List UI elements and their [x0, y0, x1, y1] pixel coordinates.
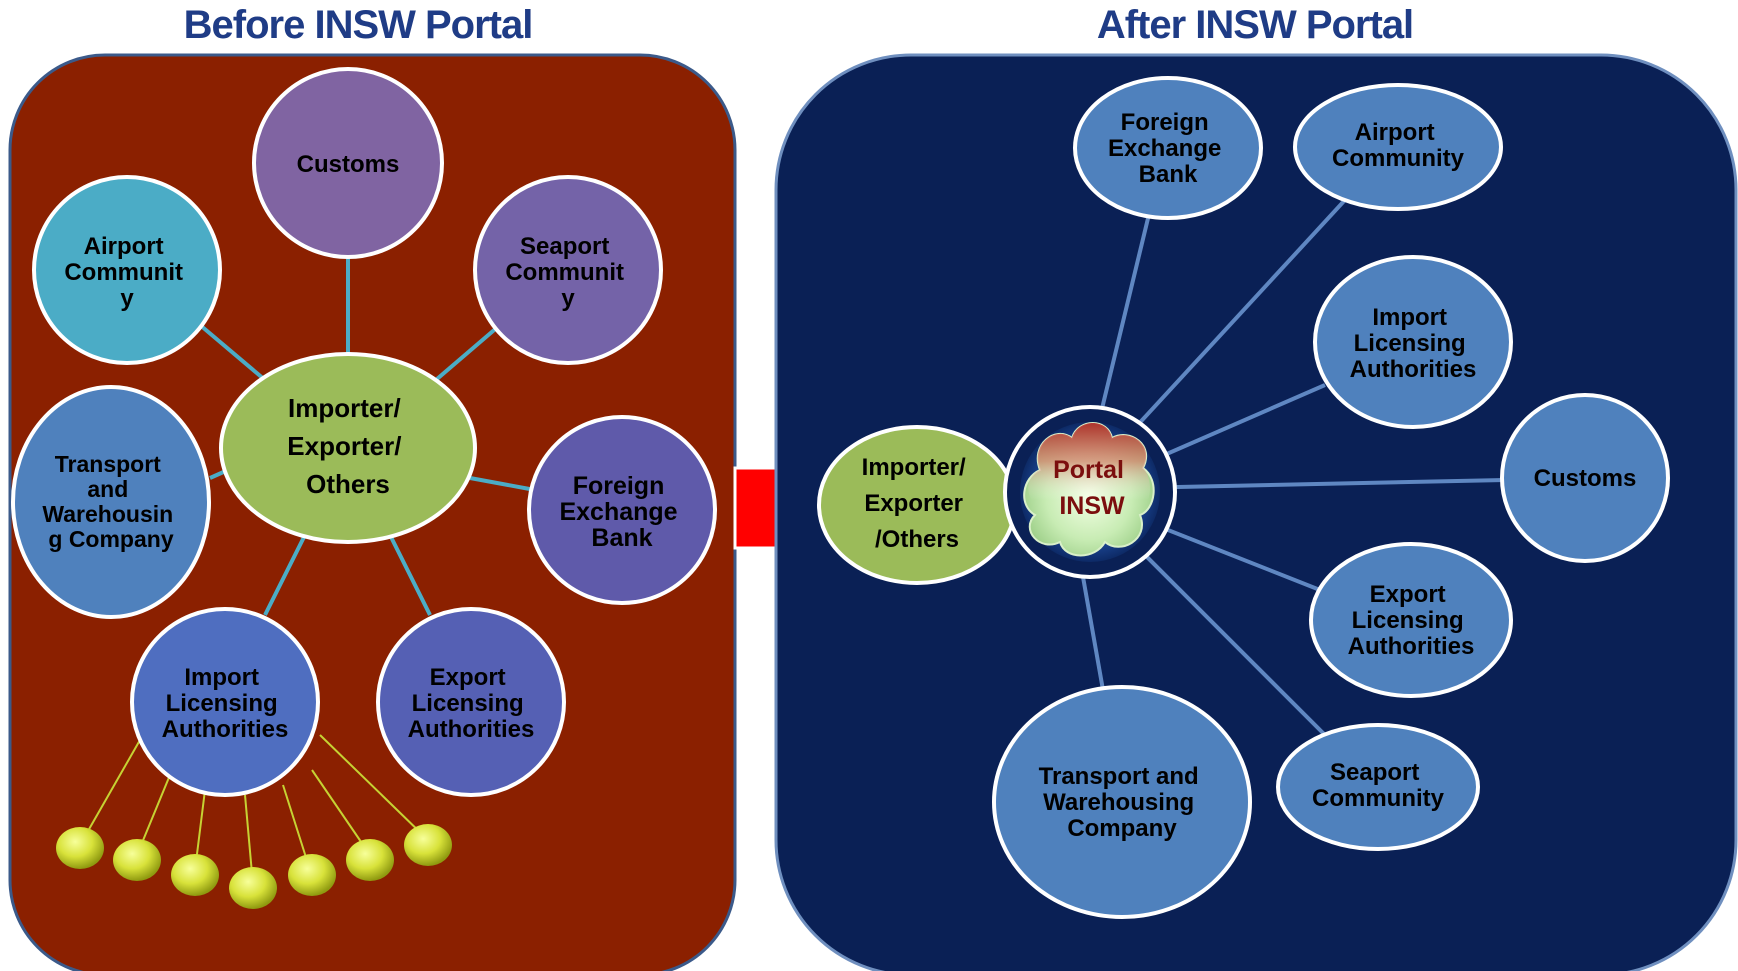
node-label: Customs: [297, 151, 400, 178]
svg-text:Transport and Warehous: Transport and Warehousing Company: [1039, 763, 1206, 842]
sub-node: [171, 854, 219, 896]
after-panel: Foreign Exchange Bank Airport Community …: [774, 53, 1738, 971]
svg-text:Customs: Customs: [1534, 465, 1637, 492]
svg-text:Foreign Exchange: Foreign Exchange Bank: [559, 472, 684, 552]
svg-text:Airport Communit: Airport Communit y: [64, 233, 189, 312]
after-node-export: Export Licensing Authorities: [1309, 542, 1513, 698]
svg-text:Importer/ Exporter: Importer/ Exporter /Others: [862, 454, 973, 553]
before-node-seaport: Seaport Communit y: [473, 175, 663, 365]
after-node-forex: Foreign Exchange Bank: [1073, 76, 1263, 220]
sub-node: [56, 827, 104, 869]
svg-text:Importer/ Exporter/: Importer/ Exporter/ Others: [287, 393, 408, 499]
after-node-seaport: Seaport Community: [1276, 723, 1480, 851]
svg-text:Export Licensing: Export Licensing Authorities: [1348, 581, 1475, 660]
sub-node: [288, 854, 336, 896]
after-node-customs: Customs: [1500, 393, 1670, 563]
before-node-forex: Foreign Exchange Bank: [527, 415, 717, 605]
before-node-airport: Airport Communit y: [32, 175, 222, 365]
svg-text:Foreign Exchange: Foreign Exchange Bank: [1108, 109, 1228, 188]
sub-nodes: [56, 824, 452, 909]
before-title: Before INSW Portal: [184, 3, 533, 47]
svg-text:Import Licensing: Import Licensing Authorities: [162, 664, 289, 743]
before-node-transport: Transport and Warehousin g Company: [11, 385, 211, 619]
after-title: After INSW Portal: [1097, 3, 1413, 47]
svg-text:Export Licensing: Export Licensing Authorities: [408, 664, 535, 743]
after-node-import: Import Licensing Authorities: [1313, 255, 1513, 429]
after-center-node: Importer/ Exporter /Others: [817, 425, 1017, 585]
svg-text:Airport Community: Airport Community: [1332, 119, 1465, 172]
svg-text:Import Licensing: Import Licensing Authorities: [1350, 304, 1477, 383]
sub-node: [229, 867, 277, 909]
before-connectors: [198, 258, 536, 616]
before-panel: Customs Airport Communit y Seaport Commu…: [8, 53, 737, 971]
before-center-node: Importer/ Exporter/ Others: [219, 352, 477, 544]
portal-cloud-shade: [1028, 423, 1151, 500]
before-node-import: Import Licensing Authorities: [130, 607, 320, 797]
sub-node: [404, 824, 452, 866]
before-node-export: Export Licensing Authorities: [376, 607, 566, 797]
svg-text:Seaport Community: Seaport Community: [1312, 759, 1445, 812]
svg-text:Transport and: Transport and Warehousin g Company: [42, 451, 179, 552]
before-node-customs: Customs: [252, 67, 444, 259]
sub-node: [113, 839, 161, 881]
svg-text:Customs: Customs: [297, 151, 400, 178]
svg-text:Portal INSW: Portal INSW: [1053, 456, 1131, 520]
svg-text:Seaport Communit: Seaport Communit y: [505, 233, 630, 312]
after-node-transport: Transport and Warehousing Company: [992, 685, 1252, 919]
portal-insw-node: Portal INSW: [1003, 405, 1177, 579]
sub-node: [346, 839, 394, 881]
after-node-airport: Airport Community: [1293, 83, 1503, 211]
